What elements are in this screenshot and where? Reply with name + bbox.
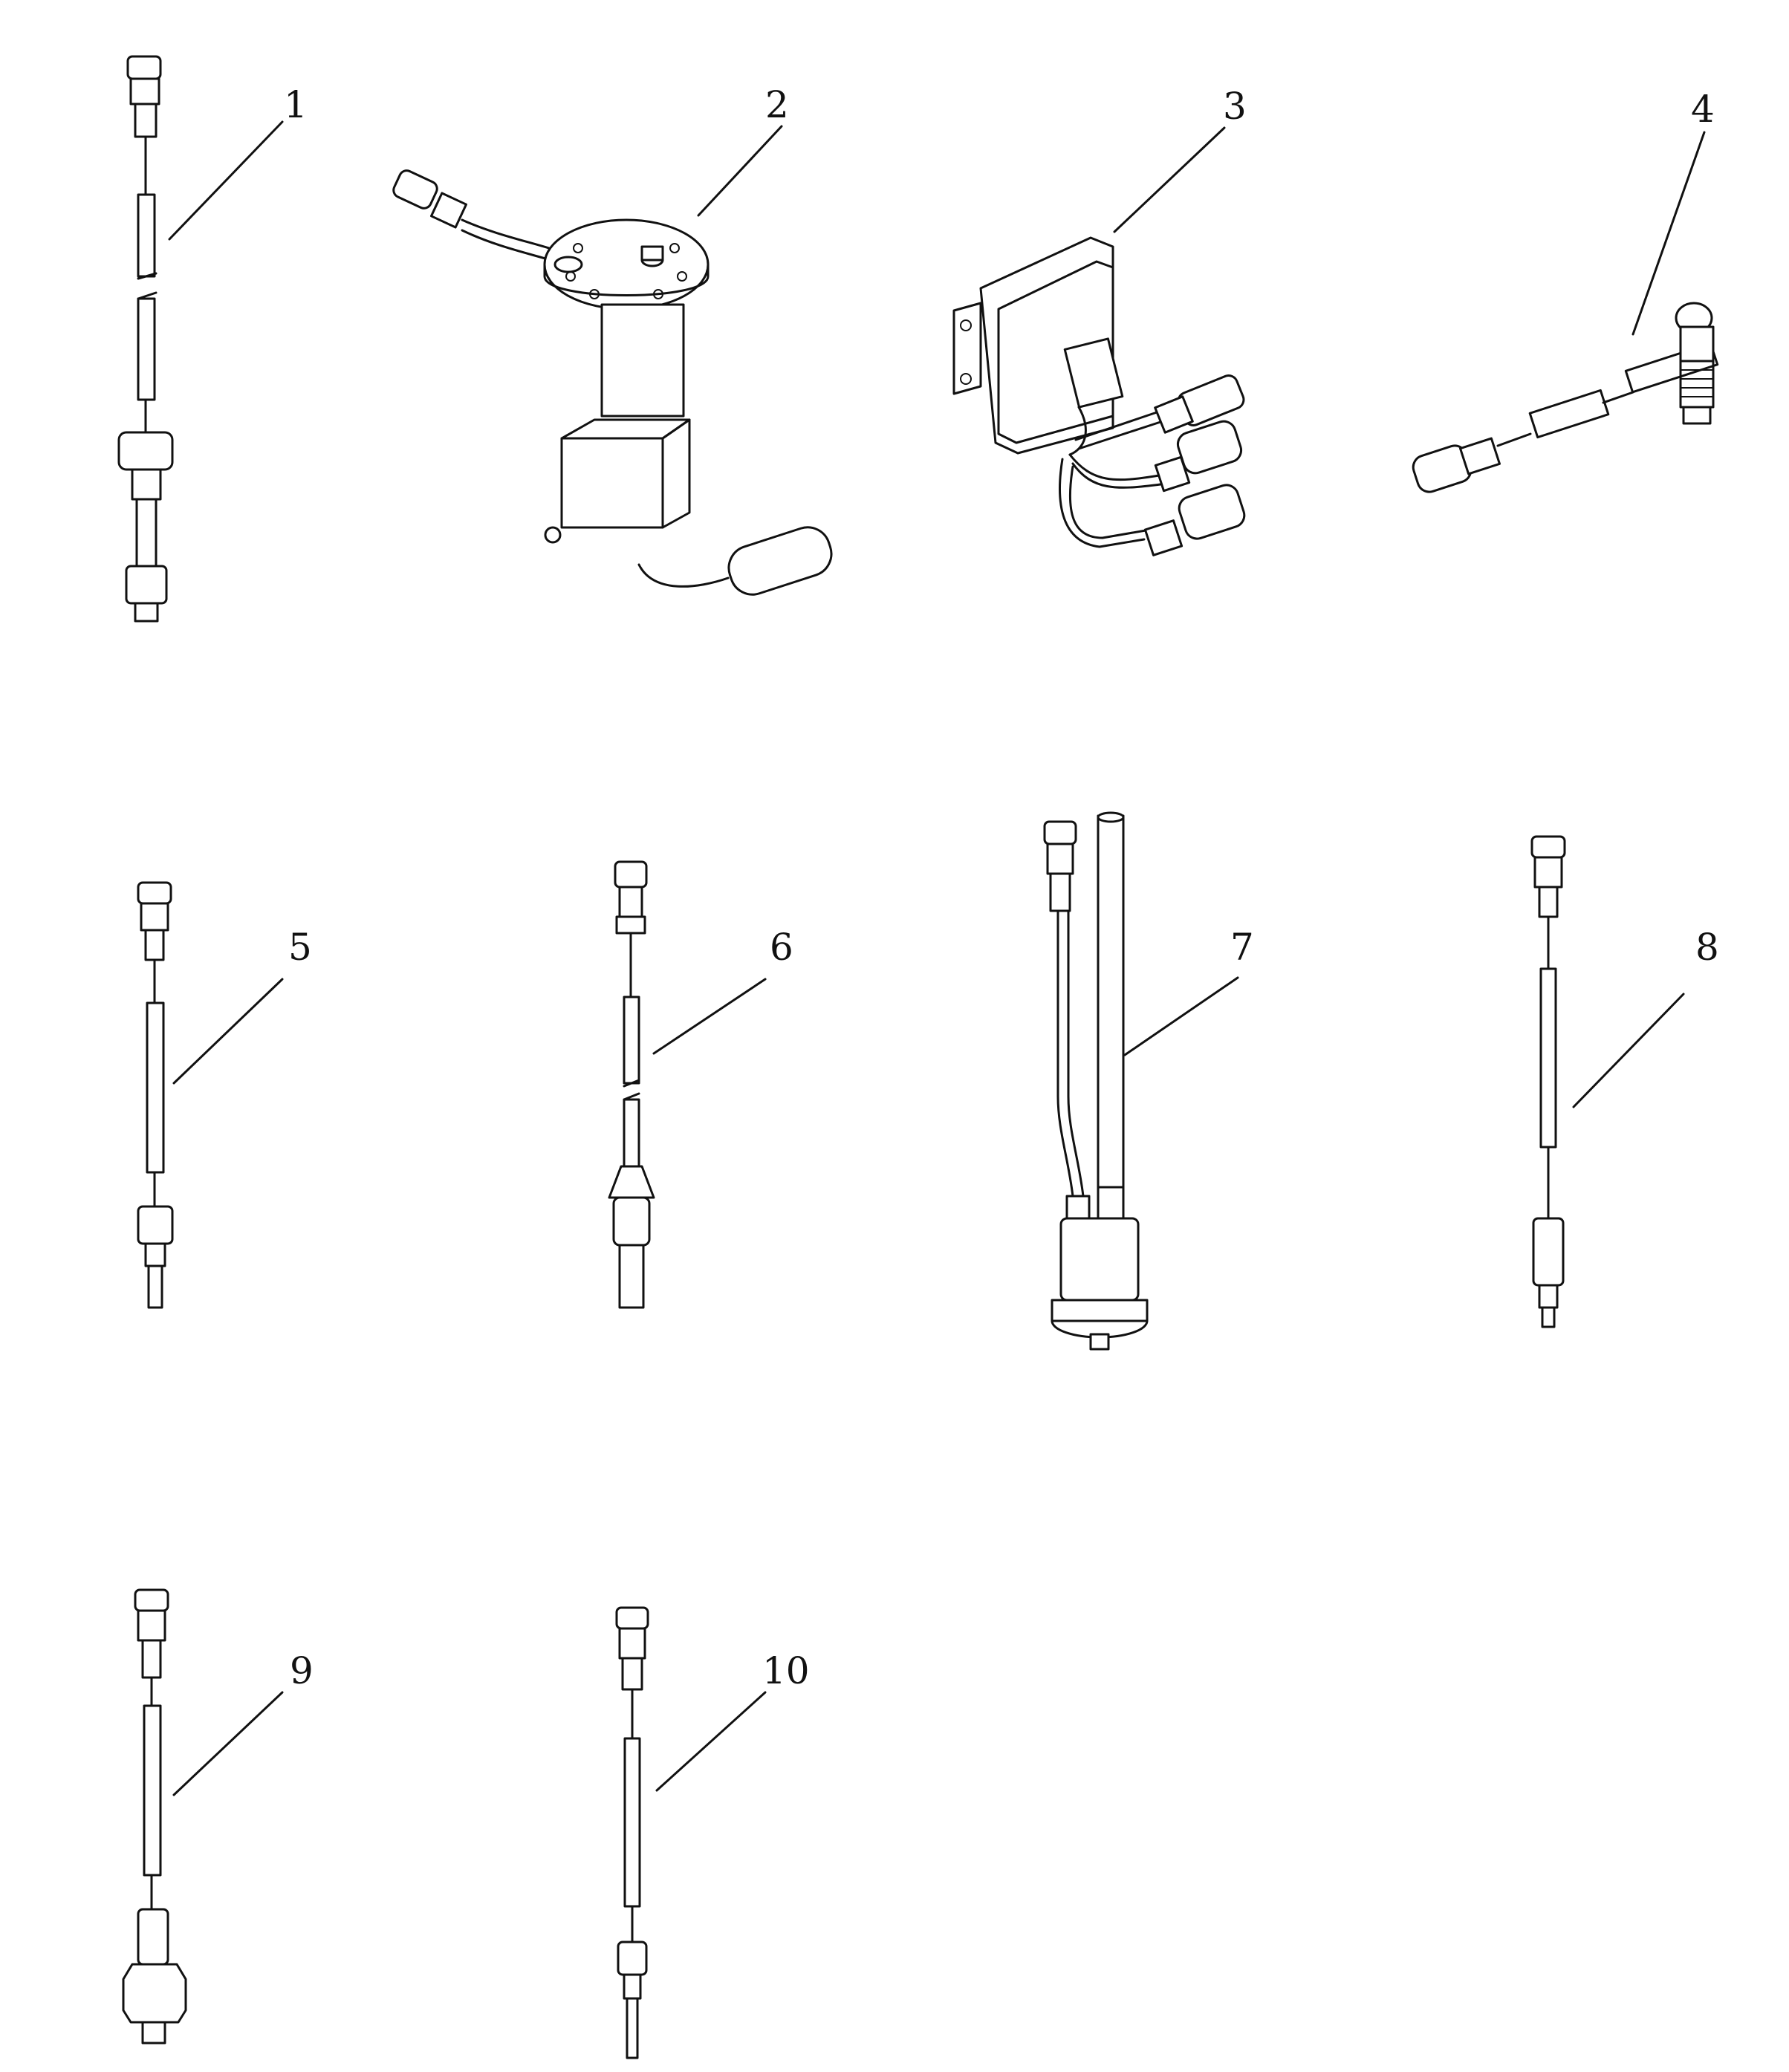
- part-4-angled-sensor: [1412, 131, 1719, 493]
- part-3-relay-unit: [952, 126, 1246, 556]
- part-8-sensor-harness: [1530, 835, 1685, 1328]
- callout-7: 7: [1230, 926, 1254, 969]
- callout-3: 3: [1223, 85, 1247, 128]
- part-1-sensor-harness: [117, 55, 284, 623]
- callout-6: 6: [770, 926, 793, 969]
- callout-8: 8: [1695, 926, 1719, 969]
- part-5-sensor-harness: [137, 881, 284, 1309]
- callout-9: 9: [290, 1649, 314, 1692]
- part-6-sensor-harness: [608, 860, 767, 1309]
- callout-4: 4: [1691, 88, 1715, 131]
- part-7-pressure-sensor: [1043, 811, 1239, 1351]
- callout-10: 10: [762, 1649, 810, 1692]
- part-9-sensor-harness: [122, 1588, 284, 2045]
- callout-2: 2: [765, 83, 789, 126]
- callout-5: 5: [288, 926, 312, 969]
- part-2-fuel-level-sender: [392, 125, 833, 596]
- callout-1: 1: [284, 83, 308, 126]
- part-10-sensor-harness: [615, 1606, 767, 2059]
